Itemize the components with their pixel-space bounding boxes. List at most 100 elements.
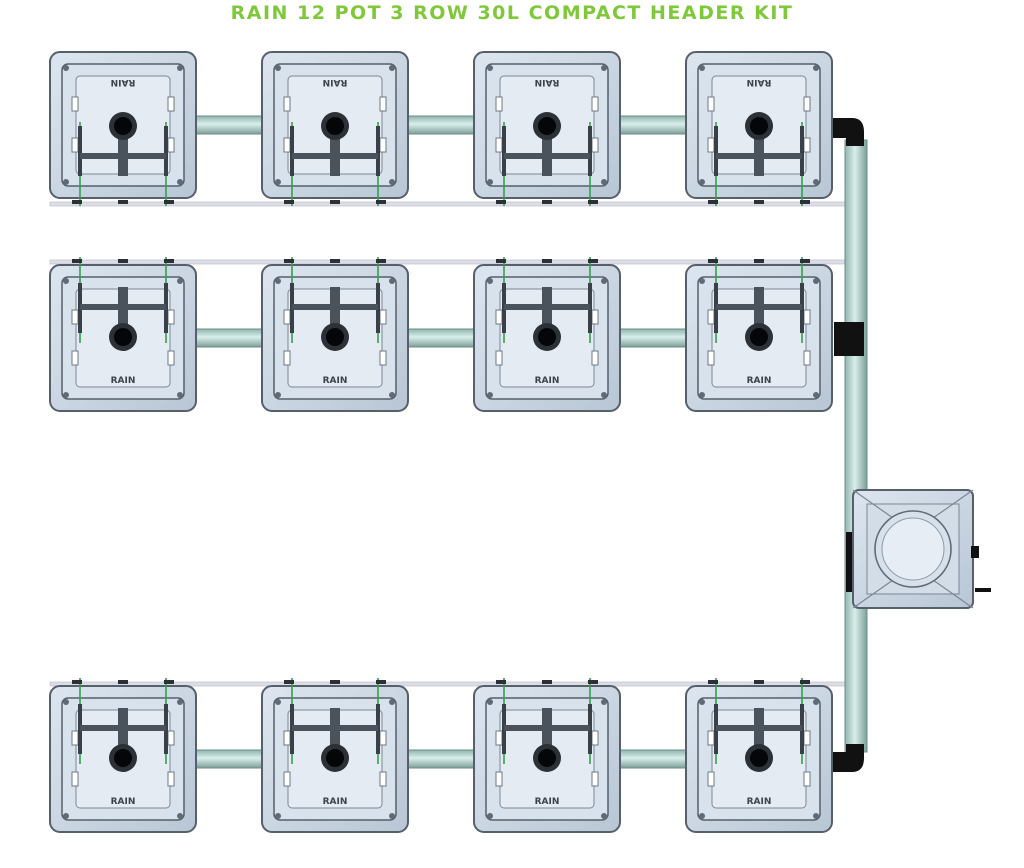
clip-icon (591, 96, 599, 112)
clip-icon (167, 730, 175, 746)
tee-coupler-icon (834, 322, 864, 356)
corner-bolt-icon (389, 278, 395, 284)
center-arm (754, 708, 764, 758)
corner-bolt-icon (275, 179, 281, 185)
pipe-layer (189, 115, 868, 772)
corner-bolt-icon (487, 278, 493, 284)
clip-icon (803, 96, 811, 112)
edge-mark (72, 680, 82, 684)
diagram-title: RAIN 12 POT 3 ROW 30L COMPACT HEADER KIT (230, 2, 794, 24)
pot-label: RAIN (111, 376, 136, 386)
center-arm (118, 126, 128, 176)
clip-icon (803, 771, 811, 787)
edge-mark (588, 680, 598, 684)
clip-icon (707, 771, 715, 787)
clip-icon (707, 350, 715, 366)
tank-bevel (932, 489, 974, 519)
dripper-stake-icon (502, 126, 506, 176)
clip-icon (803, 309, 811, 325)
clip-icon (379, 730, 387, 746)
drain-hole-icon (750, 749, 768, 767)
corner-bolt-icon (699, 278, 705, 284)
pot-row-1-3: RAIN (473, 51, 621, 206)
edge-mark (284, 200, 294, 204)
cross-bar (504, 153, 590, 159)
corner-bolt-icon (813, 65, 819, 71)
pot-row-2-3: RAIN (473, 257, 621, 412)
corner-bolt-icon (487, 813, 493, 819)
corner-bolt-icon (275, 699, 281, 705)
center-arm (118, 708, 128, 758)
edge-mark (496, 259, 506, 263)
clip-icon (283, 730, 291, 746)
drain-hole-icon (326, 749, 344, 767)
corner-bolt-icon (601, 65, 607, 71)
edge-mark (330, 259, 340, 263)
center-arm (754, 287, 764, 337)
edge-mark (542, 200, 552, 204)
edge-mark (284, 259, 294, 263)
clip-icon (283, 137, 291, 153)
pot-row-1-4: RAIN (685, 51, 833, 206)
edge-mark (754, 200, 764, 204)
edge-mark (376, 259, 386, 263)
clip-icon (283, 350, 291, 366)
drain-hole-icon (114, 749, 132, 767)
corner-bolt-icon (63, 278, 69, 284)
drain-hole-icon (750, 117, 768, 135)
edge-mark (754, 259, 764, 263)
edge-mark (118, 259, 128, 263)
clip-icon (495, 137, 503, 153)
corner-bolt-icon (601, 699, 607, 705)
clip-icon (591, 309, 599, 325)
edge-mark (800, 259, 810, 263)
corner-bolt-icon (699, 813, 705, 819)
tank-outlet-icon (971, 546, 979, 558)
corner-bolt-icon (63, 179, 69, 185)
center-arm (754, 126, 764, 176)
clip-icon (495, 730, 503, 746)
cross-bar (716, 304, 802, 310)
center-arm (542, 708, 552, 758)
pot-label: RAIN (323, 77, 348, 87)
corner-bolt-icon (813, 392, 819, 398)
edge-mark (708, 680, 718, 684)
clip-icon (803, 730, 811, 746)
dripper-stake-icon (78, 126, 82, 176)
pot-label: RAIN (747, 77, 772, 87)
corner-bolt-icon (813, 179, 819, 185)
drain-hole-icon (326, 117, 344, 135)
clip-icon (591, 730, 599, 746)
cross-bar (80, 153, 166, 159)
edge-mark (118, 680, 128, 684)
drain-hole-icon (538, 328, 556, 346)
clip-icon (495, 350, 503, 366)
clip-icon (167, 771, 175, 787)
clip-icon (71, 137, 79, 153)
corner-bolt-icon (177, 278, 183, 284)
drain-hole-icon (538, 749, 556, 767)
drain-hole-icon (326, 328, 344, 346)
corner-bolt-icon (699, 699, 705, 705)
cross-bar (80, 725, 166, 731)
pot-row-2-4: RAIN (685, 257, 833, 412)
dripper-stake-icon (164, 126, 168, 176)
pot-row-3-1: RAIN (49, 678, 197, 833)
center-arm (118, 287, 128, 337)
clip-icon (707, 309, 715, 325)
pot-label: RAIN (535, 376, 560, 386)
corner-bolt-icon (389, 699, 395, 705)
clip-icon (379, 96, 387, 112)
corner-bolt-icon (177, 699, 183, 705)
pot-label: RAIN (535, 797, 560, 807)
edge-mark (588, 259, 598, 263)
corner-bolt-icon (275, 278, 281, 284)
corner-bolt-icon (699, 179, 705, 185)
clip-icon (283, 771, 291, 787)
corner-bolt-icon (275, 65, 281, 71)
edge-mark (284, 680, 294, 684)
clip-icon (167, 137, 175, 153)
edge-mark (164, 259, 174, 263)
cross-bar (292, 725, 378, 731)
